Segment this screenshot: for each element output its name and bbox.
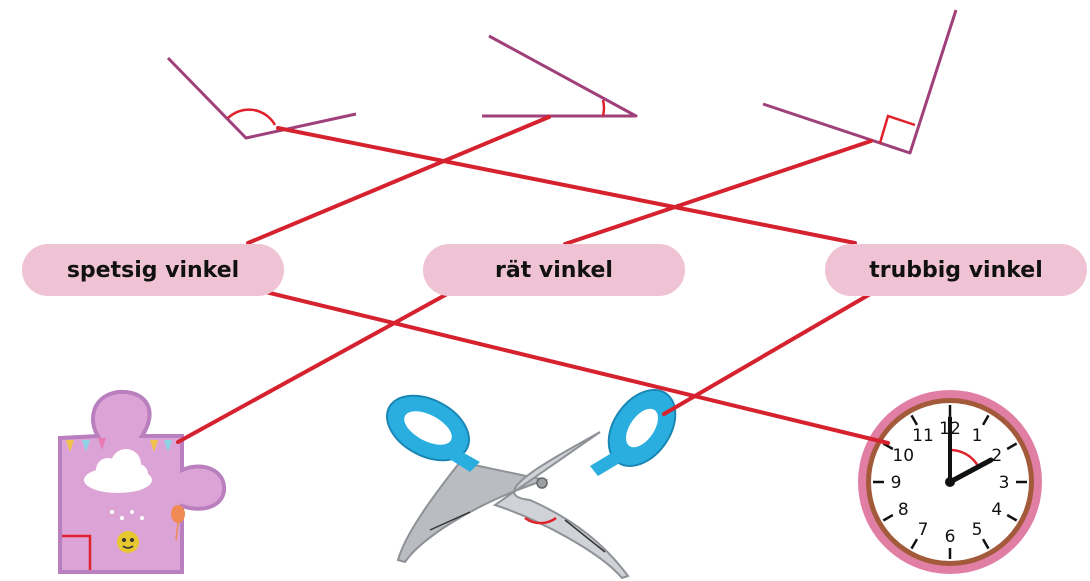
clock-ticks (873, 405, 1027, 559)
connector-right-to-rat (563, 139, 873, 246)
obtuse-angle-figure (166, 56, 357, 140)
clock-number: 5 (972, 520, 983, 540)
clock-angle-arc (949, 448, 980, 467)
clock-number: 11 (912, 426, 934, 446)
label-text: trubbig vinkel (869, 257, 1043, 283)
clock-number: 3 (999, 473, 1010, 493)
clock-number: 10 (892, 446, 914, 466)
clock-tick (981, 414, 990, 426)
obtuse-angle-arc (227, 108, 277, 126)
clock-number: 4 (991, 500, 1002, 520)
clock-tick (882, 513, 894, 522)
scissors-handle-right (590, 389, 677, 476)
clock-number: 6 (945, 527, 956, 547)
balloon-icon (171, 505, 185, 541)
clock-numbers: 121234567891011 (891, 419, 1010, 547)
bunting-decoration (66, 438, 172, 452)
clock-icon: 121234567891011 (858, 390, 1042, 574)
clock-tick (882, 442, 894, 451)
clock-tick (981, 538, 990, 550)
clock-tick (1006, 442, 1018, 451)
scissors-angle-arc (524, 516, 557, 525)
clock-tick (910, 414, 919, 426)
label-trubbig-vinkel[interactable]: trubbig vinkel (825, 244, 1087, 296)
connector-lines (176, 115, 890, 445)
label-rat-vinkel[interactable]: rät vinkel (423, 244, 685, 296)
clock-number: 2 (991, 446, 1002, 466)
connector-rat-to-puzzle (176, 286, 460, 444)
clock-tick (1006, 513, 1018, 522)
acute-angle-arc (601, 99, 606, 117)
puzzle-right-angle-marker (62, 534, 92, 570)
clock-number: 8 (898, 500, 909, 520)
label-text: rät vinkel (495, 257, 613, 283)
scissors-handle-left (385, 394, 480, 472)
connector-obtuse-to-trubbig (276, 126, 857, 245)
clock-number: 1 (972, 426, 983, 446)
clock-tick (910, 538, 919, 550)
label-text: spetsig vinkel (66, 257, 240, 283)
scissors-icon (385, 389, 677, 580)
cloud-icon (84, 449, 152, 520)
acute-angle-figure (482, 34, 638, 118)
connector-acute-to-spetsig (246, 115, 551, 245)
connector-spetsig-to-clock (243, 285, 890, 445)
monster-icon (117, 531, 139, 553)
connector-trubbig-to-scissors (662, 284, 886, 416)
clock-hour-hand (947, 457, 994, 485)
right-angle-marker (878, 114, 916, 144)
clock-number: 7 (918, 520, 929, 540)
clock-number: 9 (891, 473, 902, 493)
label-spetsig-vinkel[interactable]: spetsig vinkel (22, 244, 284, 296)
right-angle-figure (762, 9, 958, 155)
puzzle-piece-icon (58, 389, 227, 574)
